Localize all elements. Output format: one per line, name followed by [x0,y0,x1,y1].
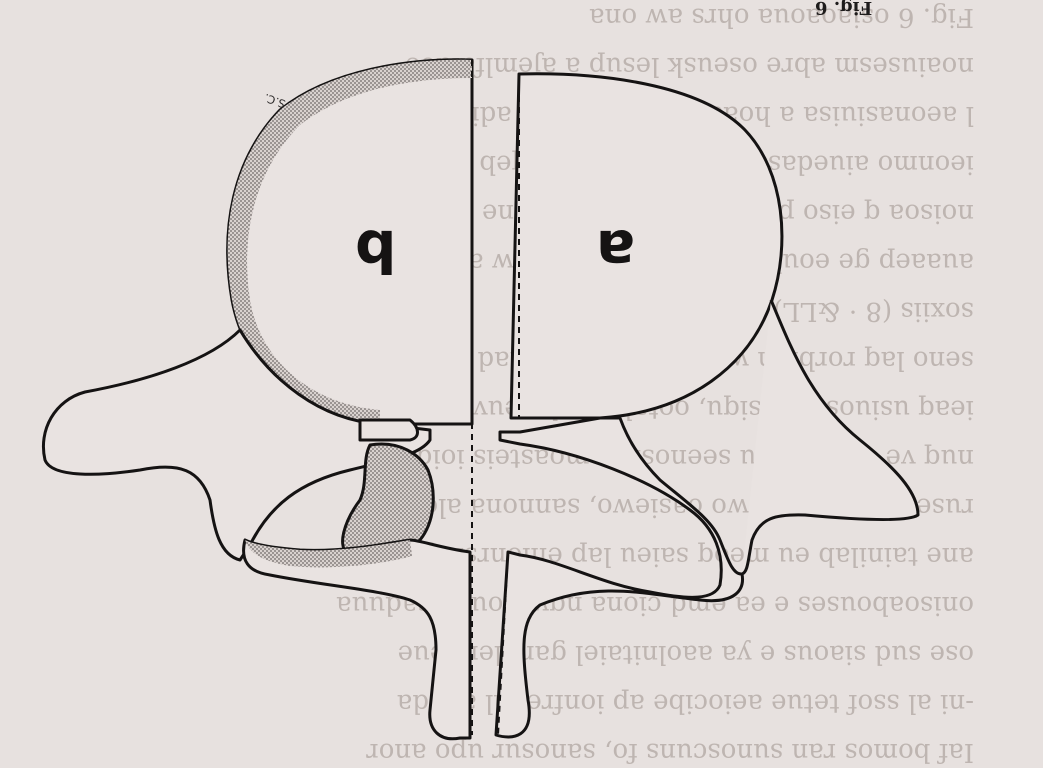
spinous-process-b [244,540,470,739]
vertebral-body-a [511,74,782,418]
label-a: a [596,222,635,280]
label-b: b [355,222,397,280]
half-b [43,60,472,739]
half-a [496,74,918,737]
pedicle-bridge-b [360,420,418,440]
